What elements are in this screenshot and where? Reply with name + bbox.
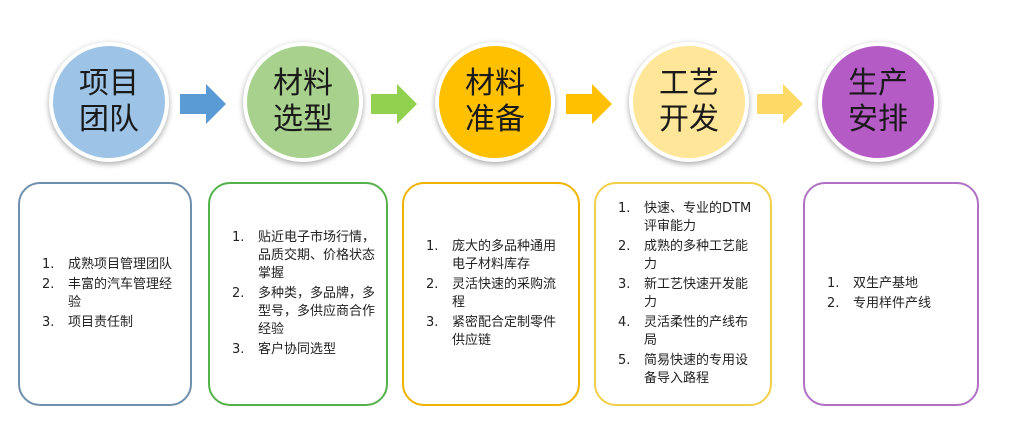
- stage-items-list: 成熟项目管理团队 丰富的汽车管理经验 项目责任制: [20, 254, 190, 334]
- list-item: 灵活柔性的产线布局: [618, 314, 749, 348]
- stage-items-list: 快速、专业的DTM评审能力 成熟的多种工艺能力 新工艺快速开发能力 灵活柔性的产…: [596, 198, 770, 390]
- list-item: 快速、专业的DTM评审能力: [618, 200, 752, 234]
- arrow-right-icon: [757, 84, 803, 124]
- list-item: 双生产基地: [827, 275, 919, 293]
- list-item: 客户协同选型: [232, 341, 337, 359]
- list-item: 庞大的多品种通用电子材料库存: [426, 238, 557, 272]
- list-item: 简易快速的专用设备导入路程: [618, 352, 749, 386]
- list-item: 多种类，多品牌，多型号，多供应商合作经验: [232, 285, 376, 337]
- list-item: 紧密配合定制零件供应链: [426, 314, 557, 348]
- stage-title-line1: 项目: [79, 66, 139, 101]
- stage-title-line2: 安排: [848, 102, 908, 137]
- stage-title-line2: 准备: [465, 102, 525, 137]
- stage-items-list: 庞大的多品种通用电子材料库存 灵活快速的采购流程 紧密配合定制零件供应链: [404, 236, 578, 352]
- stage-circle-material-selection: 材料 选型: [243, 42, 363, 162]
- list-item: 贴近电子市场行情，品质交期、价格状态掌握: [232, 229, 376, 281]
- stage-card-process-dev: 快速、专业的DTM评审能力 成熟的多种工艺能力 新工艺快速开发能力 灵活柔性的产…: [594, 182, 772, 406]
- stage-card-material-selection: 贴近电子市场行情，品质交期、价格状态掌握 多种类，多品牌，多型号，多供应商合作经…: [208, 182, 388, 406]
- stage-card-production: 双生产基地 专用样件产线: [803, 182, 979, 406]
- stage-circle-production: 生产 安排: [818, 42, 938, 162]
- stage-title-line1: 工艺: [659, 66, 719, 101]
- stage-title-line1: 生产: [848, 66, 908, 101]
- arrow-right-icon: [566, 84, 612, 124]
- list-item: 新工艺快速开发能力: [618, 276, 749, 310]
- arrow-right-icon: [371, 84, 417, 124]
- list-item: 丰富的汽车管理经验: [42, 276, 173, 310]
- arrow-right-icon: [180, 84, 226, 124]
- stage-title-line2: 开发: [659, 102, 719, 137]
- stage-items-list: 贴近电子市场行情，品质交期、价格状态掌握 多种类，多品牌，多型号，多供应商合作经…: [210, 227, 386, 361]
- stage-card-team: 成熟项目管理团队 丰富的汽车管理经验 项目责任制: [18, 182, 192, 406]
- list-item: 项目责任制: [42, 314, 134, 332]
- stage-items-list: 双生产基地 专用样件产线: [805, 273, 941, 315]
- list-item: 专用样件产线: [827, 295, 932, 313]
- list-item: 成熟的多种工艺能力: [618, 238, 749, 272]
- stage-title-line2: 团队: [79, 102, 139, 137]
- stage-title-line1: 材料: [273, 66, 333, 101]
- stage-title-line2: 选型: [273, 102, 333, 137]
- stage-card-material-prep: 庞大的多品种通用电子材料库存 灵活快速的采购流程 紧密配合定制零件供应链: [402, 182, 580, 406]
- stage-circle-material-prep: 材料 准备: [435, 42, 555, 162]
- stage-circle-process-dev: 工艺 开发: [629, 42, 749, 162]
- stage-title-line1: 材料: [465, 66, 525, 101]
- list-item: 灵活快速的采购流程: [426, 276, 557, 310]
- list-item: 成熟项目管理团队: [42, 256, 173, 274]
- stage-circle-team: 项目 团队: [49, 42, 169, 162]
